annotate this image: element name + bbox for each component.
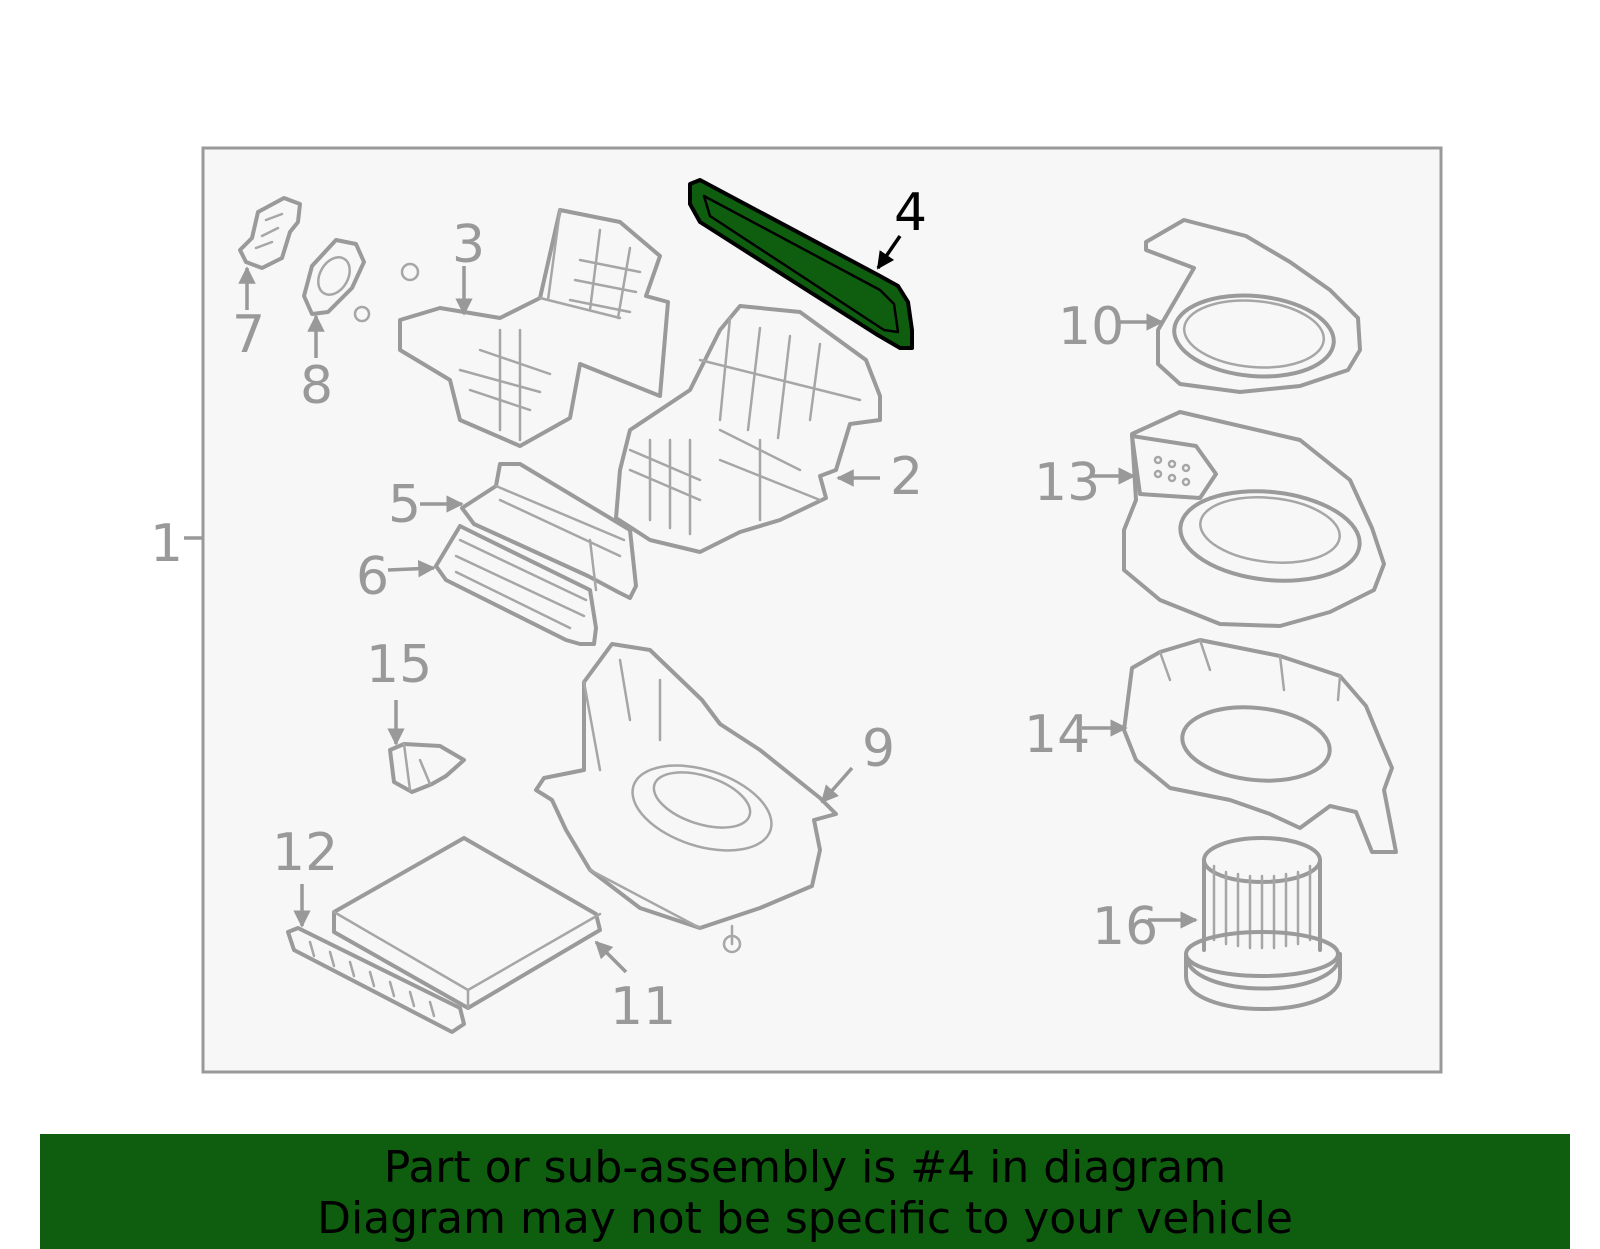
part-13-blower-housing: [1092, 410, 1386, 628]
callout-9: 9: [862, 719, 895, 779]
callout-13: 13: [1034, 453, 1100, 513]
callout-4: 4: [894, 183, 927, 243]
part-14-blower-lower-housing: [1082, 638, 1398, 854]
callout-10: 10: [1058, 297, 1124, 357]
callout-14: 14: [1024, 705, 1090, 765]
part-4-seal-highlighted[interactable]: [688, 178, 914, 350]
part-9-blower-case: [534, 642, 854, 954]
info-banner: Part or sub-assembly is #4 in diagram Di…: [40, 1134, 1570, 1249]
part-16-blower-motor: [1148, 836, 1342, 1011]
part-7-actuator: [238, 196, 302, 310]
part-11-cabin-filter: [332, 836, 628, 1010]
banner-line-part-number: Part or sub-assembly is #4 in diagram: [383, 1142, 1227, 1193]
banner-line-disclaimer: Diagram may not be specific to your vehi…: [317, 1193, 1293, 1244]
part-2-evaporator-case: [614, 304, 882, 554]
callout-5: 5: [388, 475, 421, 535]
part-10-blower-upper-case: [1116, 218, 1362, 394]
part-6-heater-core: [387, 524, 598, 646]
part-8-motor: [302, 238, 420, 358]
callout-2: 2: [890, 447, 923, 507]
parts-diagram: 1 7 8 3 4 2: [150, 146, 1443, 1074]
callout-12: 12: [272, 823, 338, 883]
part-15-resistor: [387, 700, 466, 794]
part-5-evaporator: [420, 462, 638, 600]
callout-16: 16: [1092, 897, 1158, 957]
callout-8: 8: [300, 356, 333, 416]
callout-7: 7: [232, 305, 265, 365]
callout-1: 1: [150, 514, 183, 574]
part-3-mode-door-housing: [398, 208, 670, 448]
callout-11: 11: [610, 977, 676, 1037]
callout-15: 15: [366, 635, 432, 695]
callout-6: 6: [356, 547, 389, 607]
part-12-filter-cover: [286, 884, 466, 1034]
callout-3: 3: [452, 215, 485, 275]
